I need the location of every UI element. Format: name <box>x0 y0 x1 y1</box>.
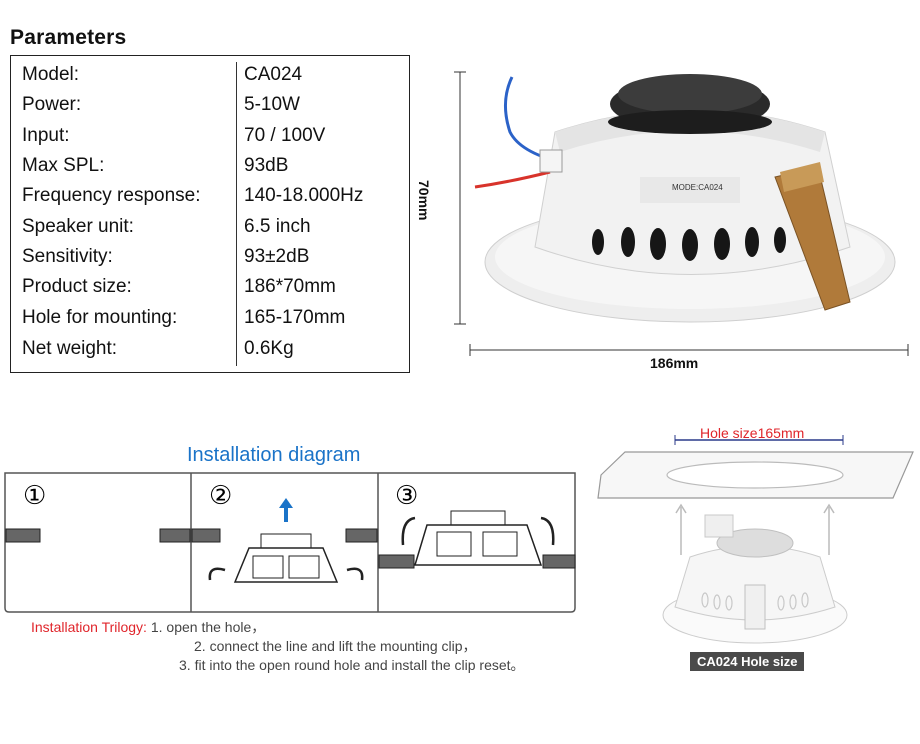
clip-down-arrow-right-icon <box>540 516 555 546</box>
hole-size-caption: CA024 Hole size <box>690 652 805 671</box>
step3-speaker <box>413 524 543 566</box>
speaker-wire-blue <box>504 76 561 164</box>
spec-key: Model: <box>22 64 80 85</box>
ghost-speaker-magnet <box>716 528 794 558</box>
spec-row: Product size: 186*70mm <box>11 276 409 306</box>
clip-arrow-right-icon <box>346 567 364 581</box>
spec-row: Sensitivity: 93±2dB <box>11 246 409 276</box>
spec-row: Model: CA024 <box>11 64 409 94</box>
spec-key: Power: <box>22 94 82 115</box>
spec-key: Net weight: <box>22 338 118 359</box>
spec-value: 165-170mm <box>244 307 346 328</box>
clip-arrow-left-icon <box>208 567 226 581</box>
up-arrow-left-icon <box>675 503 687 514</box>
up-arrow-right-icon <box>823 503 835 514</box>
step2-speaker <box>233 547 339 583</box>
spec-row: Input: 70 / 100V <box>11 125 409 155</box>
step-1-number: ① <box>23 481 46 511</box>
terminal-block <box>539 149 563 173</box>
spec-row: Speaker unit: 6.5 inch <box>11 216 409 246</box>
spec-key: Hole for mounting: <box>22 307 178 328</box>
spec-key: Sensitivity: <box>22 246 113 267</box>
spec-key: Max SPL: <box>22 155 105 176</box>
height-dimension-label: 70mm <box>416 180 432 221</box>
spec-value: 93dB <box>244 155 289 176</box>
step-3-number: ③ <box>395 481 418 511</box>
step1-ceiling-left <box>5 528 41 543</box>
step-2-number: ② <box>209 481 232 511</box>
mounting-hole <box>666 461 844 489</box>
spec-row: Frequency response: 140-18.000Hz <box>11 185 409 215</box>
instruction-3: 3. fit into the open round hole and inst… <box>179 657 525 673</box>
spec-value: 6.5 inch <box>244 216 311 237</box>
instruction-2: 2. connect the line and lift the mountin… <box>194 638 477 654</box>
spec-table-divider <box>236 62 237 366</box>
spec-key: Input: <box>22 125 70 146</box>
spec-value: CA024 <box>244 64 303 85</box>
step1-ceiling-right <box>159 528 191 543</box>
installation-title: Installation diagram <box>187 444 361 466</box>
speaker-product-photo: MODE:CA024 <box>454 71 909 356</box>
speaker-wire-red <box>474 170 551 189</box>
model-marking: MODE:CA024 <box>672 183 723 192</box>
trilogy-label: Installation Trilogy: <box>31 619 147 635</box>
spec-row: Hole for mounting: 165-170mm <box>11 307 409 337</box>
spec-value: 70 / 100V <box>244 125 326 146</box>
spec-key: Product size: <box>22 276 132 297</box>
spec-row: Net weight: 0.6Kg <box>11 338 409 368</box>
spec-value: 5-10W <box>244 94 300 115</box>
installation-instructions: Installation Trilogy: 1. open the hole， … <box>31 618 525 675</box>
ghost-mounting-clip <box>744 584 766 630</box>
clip-down-arrow-left-icon <box>401 516 416 546</box>
width-dimension-label: 186mm <box>650 355 699 371</box>
parameters-title: Parameters <box>10 26 127 49</box>
spec-value: 93±2dB <box>244 246 310 267</box>
spec-key: Speaker unit: <box>22 216 134 237</box>
hole-size-label: Hole size165mm <box>700 425 805 441</box>
hole-size-diagram <box>597 435 914 644</box>
instruction-1: 1. open the hole， <box>150 619 266 635</box>
spec-row: Power: 5-10W <box>11 94 409 124</box>
spec-key: Frequency response: <box>22 185 201 206</box>
ghost-speaker-vents <box>701 592 809 611</box>
spec-value: 186*70mm <box>244 276 336 297</box>
spec-value: 140-18.000Hz <box>244 185 364 206</box>
spec-row: Max SPL: 93dB <box>11 155 409 185</box>
speaker-vents <box>592 227 786 261</box>
installation-diagram: ① ② ③ <box>4 472 576 613</box>
lift-arrow-icon <box>279 498 293 522</box>
spec-value: 0.6Kg <box>244 338 294 359</box>
